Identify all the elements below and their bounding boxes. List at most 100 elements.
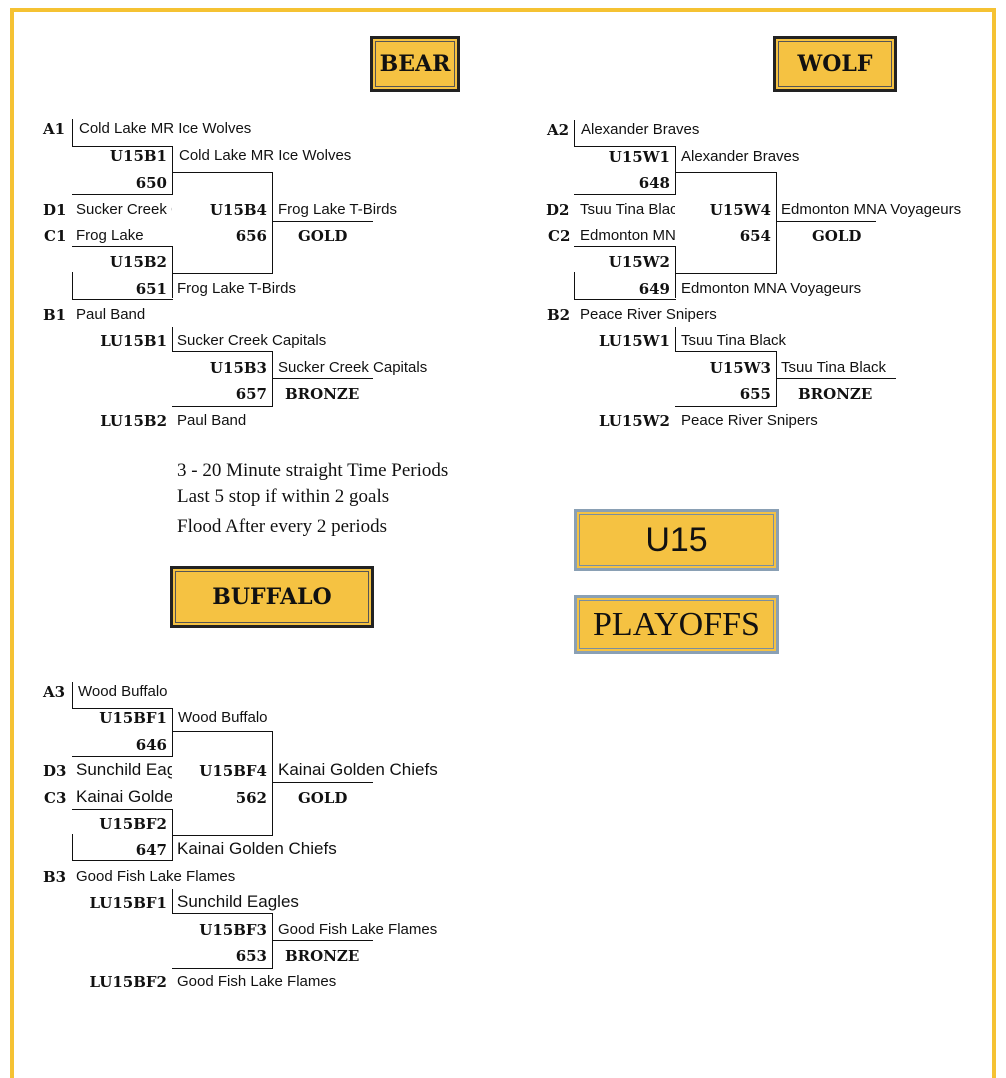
bracket-line (172, 913, 273, 914)
game-code: U15BF3 (199, 921, 267, 939)
bracket-line (574, 120, 575, 147)
bracket-line (574, 194, 676, 195)
seed-label: D1 (43, 201, 67, 219)
bracket-line (72, 299, 173, 300)
bracket-line (675, 246, 676, 298)
rules-note-2: Last 5 stop if within 2 goals (177, 486, 390, 507)
seed-label: B1 (43, 306, 67, 324)
bracket-line (172, 172, 272, 173)
bracket-line (172, 968, 273, 969)
game-code: U15B2 (109, 253, 167, 271)
game-number: 562 (235, 789, 267, 807)
team-name: Sunchild Eagles (76, 761, 172, 779)
game-code: U15W4 (709, 201, 771, 219)
rules-note-3: Flood After every 2 periods (177, 516, 388, 537)
medal-label: BRONZE (285, 947, 360, 965)
team-name: Paul Band (76, 306, 146, 323)
medal-label: BRONZE (285, 385, 360, 403)
game-code: LU15W1 (599, 332, 670, 350)
bracket-line (72, 756, 173, 757)
game-code: U15B3 (209, 359, 267, 377)
medal-label: GOLD (298, 789, 348, 807)
team-name: Wood Buffalo (178, 709, 268, 726)
team-name: Tsuu Tina Black (781, 359, 887, 376)
buffalo-title: BUFFALO (170, 566, 374, 628)
game-code: U15B1 (109, 147, 167, 165)
seed-label: D2 (546, 201, 570, 219)
team-name: Kainai Golden Chiefs (76, 788, 172, 806)
bracket-line (272, 172, 273, 274)
bracket-line (574, 246, 675, 247)
game-number: 648 (638, 174, 670, 192)
team-name: Good Fish Lake Flames (278, 921, 438, 938)
team-name: Kainai Golden Chiefs (278, 761, 438, 779)
game-code: LU15BF1 (89, 894, 167, 912)
seed-label: D3 (43, 762, 67, 780)
u15-title: U15 (574, 509, 779, 571)
game-code: U15BF4 (199, 762, 267, 780)
game-number: 647 (135, 841, 167, 859)
team-name: Edmonton MNA Voyageurs (580, 227, 675, 244)
medal-label: GOLD (298, 227, 348, 245)
team-name: Sucker Creek Capitals (177, 332, 327, 349)
bracket-line (172, 889, 173, 914)
bracket-line (675, 327, 676, 352)
game-number: 650 (135, 174, 167, 192)
team-name: Frog Lake T-Birds (177, 280, 296, 297)
bracket-line (675, 351, 777, 352)
bracket-line (172, 273, 273, 274)
bracket-line (172, 146, 173, 195)
team-name: Frog Lake T-Birds (278, 201, 397, 218)
bracket-line (72, 834, 73, 861)
bracket-line (72, 246, 172, 247)
game-code: U15W1 (608, 148, 670, 166)
playoffs-title: PLAYOFFS (574, 595, 779, 654)
game-code: U15W3 (709, 359, 771, 377)
bracket-line (172, 708, 173, 757)
game-code: LU15W2 (599, 412, 670, 430)
seed-label: A2 (547, 121, 570, 139)
bracket-line (72, 682, 73, 709)
bracket-line (72, 119, 73, 147)
team-name: Sucker Creek Capitals (278, 359, 428, 376)
game-number: 651 (135, 280, 167, 298)
rules-note-1: 3 - 20 Minute straight Time Periods (177, 460, 449, 481)
game-number: 649 (638, 280, 670, 298)
bracket-line (172, 731, 272, 732)
team-name: Sucker Creek Capitals (76, 201, 172, 218)
seed-label: C2 (548, 227, 571, 245)
team-name: Peace River Snipers (681, 412, 818, 429)
bracket-line (574, 272, 575, 300)
game-number: 657 (235, 385, 267, 403)
game-number: 646 (135, 736, 167, 754)
team-name: Sunchild Eagles (177, 893, 299, 911)
bracket-line (272, 731, 273, 836)
game-number: 654 (739, 227, 771, 245)
seed-label: C1 (44, 227, 67, 245)
bracket-line (272, 782, 373, 783)
team-name: Tsuu Tina Black (681, 332, 787, 349)
game-code: LU15B2 (100, 412, 167, 430)
bracket-line (272, 940, 373, 941)
team-name: Paul Band (177, 412, 247, 429)
seed-label: A1 (43, 120, 66, 138)
team-name: Good Fish Lake Flames (177, 973, 337, 990)
team-name: Good Fish Lake Flames (76, 868, 236, 885)
bracket-line (776, 221, 876, 222)
bracket-line (272, 221, 373, 222)
game-number: 653 (235, 947, 267, 965)
bracket-line (172, 246, 173, 298)
team-name: Cold Lake MR Ice Wolves (179, 147, 352, 164)
team-name: Alexander Braves (581, 121, 700, 138)
team-name: Wood Buffalo (78, 683, 168, 700)
bracket-line (776, 172, 777, 274)
game-code: U15BF2 (99, 815, 167, 833)
bear-title: BEAR (370, 36, 460, 92)
bracket-line (272, 913, 273, 969)
seed-label: A3 (43, 683, 66, 701)
game-code: U15B4 (209, 201, 267, 219)
bracket-line (675, 406, 777, 407)
bracket-line (675, 273, 777, 274)
wolf-title: WOLF (773, 36, 897, 92)
bracket-line (172, 351, 273, 352)
